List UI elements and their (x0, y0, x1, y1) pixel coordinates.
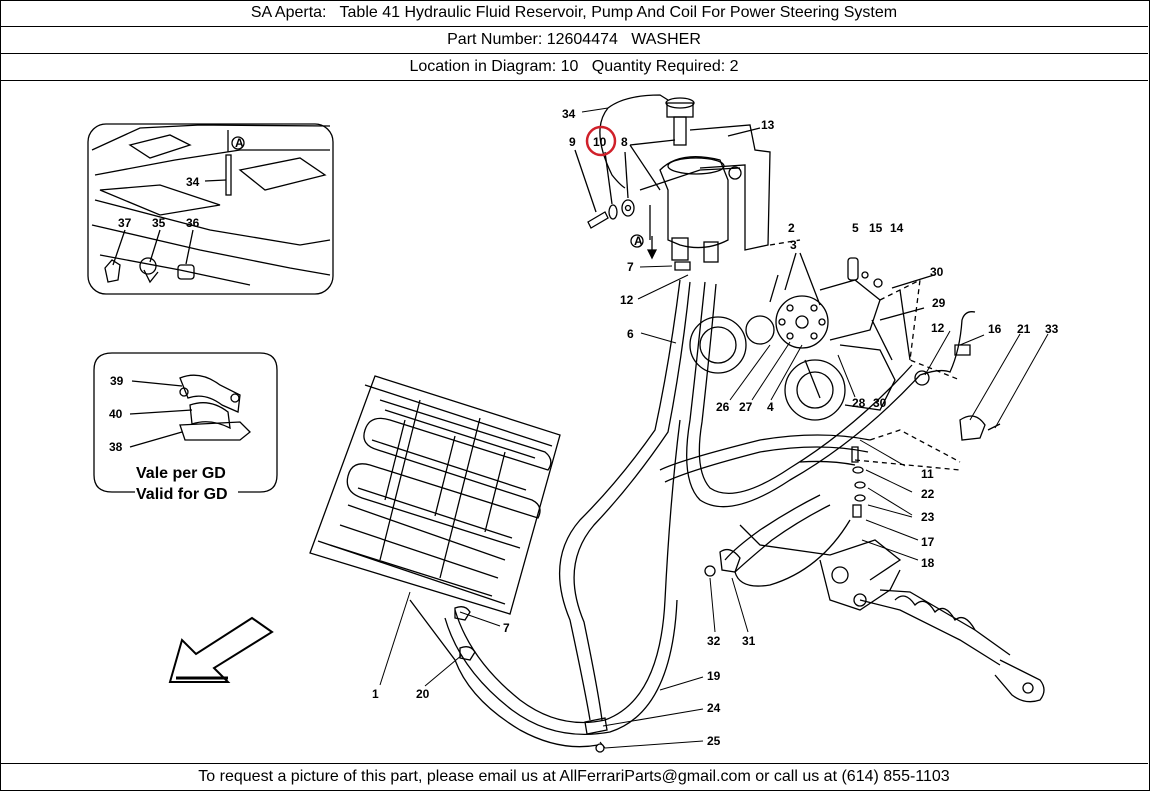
callout-22[interactable]: 22 (921, 487, 935, 501)
callout-35[interactable]: 35 (152, 216, 166, 230)
part-number: Part Number: 12604474 WASHER (0, 27, 1148, 54)
callout-2[interactable]: 2 (788, 221, 795, 235)
callout-39[interactable]: 39 (110, 374, 124, 388)
reservoir (599, 94, 771, 263)
callout-8[interactable]: 8 (621, 135, 628, 149)
table-title: SA Aperta: Table 41 Hydraulic Fluid Rese… (0, 0, 1148, 27)
highlight-ring (585, 125, 617, 157)
callout-9[interactable]: 9 (569, 135, 576, 149)
steering-rack (739, 524, 1045, 703)
leader-lines (379, 107, 1049, 749)
callout-12-left[interactable]: 12 (620, 293, 634, 307)
callout-16[interactable]: 16 (988, 322, 1002, 336)
callout-18[interactable]: 18 (921, 556, 935, 570)
fasteners-9-10-8 (574, 127, 761, 229)
callout-31[interactable]: 31 (742, 634, 756, 648)
callout-37[interactable]: 37 (118, 216, 132, 230)
callout-33[interactable]: 33 (1045, 322, 1059, 336)
callout-23[interactable]: 23 (921, 510, 935, 524)
marker-a-text: A (634, 234, 643, 248)
callout-40[interactable]: 40 (109, 407, 123, 421)
cooler-coil (309, 375, 561, 615)
callout-25[interactable]: 25 (707, 734, 721, 748)
inset-gd-clamp (93, 352, 278, 493)
valid-gd-english: Valid for GD (136, 486, 228, 503)
hoses (409, 279, 976, 748)
callout-15[interactable]: 15 (869, 221, 883, 235)
callout-30-upper[interactable]: 30 (930, 265, 944, 279)
parts-diagram: A A 34 10 9 8 13 2 3 5 15 14 30 7 12 29 … (87, 94, 1059, 753)
clamps (454, 261, 1001, 753)
valid-gd-italian: Vale per GD (136, 465, 226, 482)
callout-13[interactable]: 13 (761, 118, 775, 132)
callout-21[interactable]: 21 (1017, 322, 1031, 336)
callout-5[interactable]: 5 (852, 221, 859, 235)
callout-12-right[interactable]: 12 (931, 321, 945, 335)
contact-footer: To request a picture of this part, pleas… (0, 763, 1148, 790)
callout-29[interactable]: 29 (932, 296, 946, 310)
callout-11[interactable]: 11 (921, 467, 934, 481)
inset-engine-bay (87, 123, 334, 295)
callout-3[interactable]: 3 (790, 238, 797, 252)
callout-10[interactable]: 10 (593, 135, 607, 149)
callout-6[interactable]: 6 (627, 327, 634, 341)
marker-a-inset-text: A (235, 136, 244, 150)
callout-4[interactable]: 4 (767, 400, 774, 414)
callout-30-lower[interactable]: 30 (873, 396, 887, 410)
callout-7-lower[interactable]: 7 (503, 621, 510, 635)
callout-7-upper[interactable]: 7 (627, 260, 634, 274)
callout-34-inset[interactable]: 34 (186, 175, 200, 189)
direction-arrow (168, 616, 274, 683)
callout-34[interactable]: 34 (562, 107, 576, 121)
callout-26[interactable]: 26 (716, 400, 730, 414)
callout-27[interactable]: 27 (739, 400, 753, 414)
callout-20[interactable]: 20 (416, 687, 430, 701)
callout-36[interactable]: 36 (186, 216, 200, 230)
pump-pulley (689, 252, 935, 421)
callout-17[interactable]: 17 (921, 535, 935, 549)
callout-24[interactable]: 24 (707, 701, 721, 715)
callout-14[interactable]: 14 (890, 221, 904, 235)
location-quantity: Location in Diagram: 10 Quantity Require… (0, 54, 1148, 81)
callout-19[interactable]: 19 (707, 669, 721, 683)
callout-1[interactable]: 1 (372, 687, 379, 701)
callout-38[interactable]: 38 (109, 440, 123, 454)
callout-32[interactable]: 32 (707, 634, 721, 648)
callout-28[interactable]: 28 (852, 396, 866, 410)
